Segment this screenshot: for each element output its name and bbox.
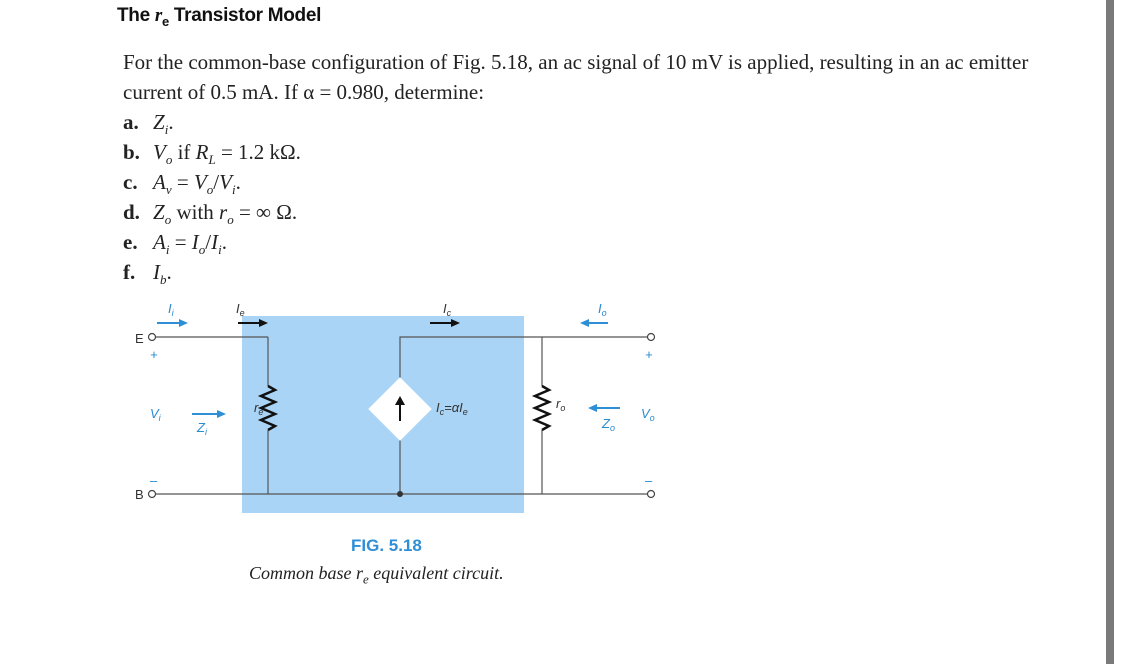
part-text: Zi.	[153, 110, 174, 138]
figure-caption: Common base re equivalent circuit.	[249, 563, 504, 587]
terminal-out-bottom	[646, 489, 656, 499]
part-letter: d.	[123, 200, 140, 224]
label-ro: ro	[556, 396, 565, 413]
part-letter: c.	[123, 170, 138, 194]
label-plus-in: +	[150, 347, 158, 362]
label-io: Io	[598, 301, 607, 318]
question-part: a. Zi.	[123, 107, 301, 137]
label-re: re	[254, 400, 263, 417]
arrow-io-head	[580, 319, 589, 327]
label-source: Ic=αIe	[436, 400, 468, 417]
label-b: B	[135, 487, 144, 502]
source-arrow-head	[395, 396, 405, 405]
part-letter: a.	[123, 110, 139, 134]
part-text: Vo if RL = 1.2 kΩ.	[153, 140, 301, 168]
label-zo: Zo	[601, 416, 615, 433]
terminal-e	[147, 332, 157, 342]
arrow-ic-head	[451, 319, 460, 327]
label-vi: Vi	[150, 406, 162, 423]
arrow-ie-head	[259, 319, 268, 327]
part-text: Ai = Io/Ii.	[153, 230, 228, 258]
resistor-re	[257, 384, 279, 432]
scrollbar[interactable]	[1106, 0, 1114, 664]
part-text: Ib.	[153, 260, 172, 288]
wire-source-top	[399, 336, 543, 386]
question-part: f. Ib.	[123, 257, 301, 287]
arrow-zi-head	[217, 410, 226, 418]
question-part: e. Ai = Io/Ii.	[123, 227, 301, 257]
question-parts: a.Zi.b.Vo if RL = 1.2 kΩ.c.Av = Vo/Vi.d.…	[123, 107, 301, 287]
label-ie: Ie	[236, 301, 245, 318]
label-ic: Ic	[443, 301, 452, 318]
problem-statement: For the common-base configuration of Fig…	[123, 50, 1029, 104]
label-ii: Ii	[168, 301, 175, 318]
label-plus-out: +	[645, 347, 653, 362]
terminal-b	[147, 489, 157, 499]
arrow-zo-head	[588, 404, 597, 412]
question-part: c. Av = Vo/Vi.	[123, 167, 301, 197]
label-zi: Zi	[196, 420, 208, 437]
question-part: d. Zo with ro = ∞ Ω.	[123, 197, 301, 227]
label-e: E	[135, 331, 144, 346]
part-letter: f.	[123, 260, 136, 284]
resistor-ro	[531, 384, 553, 432]
figure-title: FIG. 5.18	[351, 536, 422, 555]
label-minus-in: –	[149, 473, 158, 488]
terminal-out-top	[646, 332, 656, 342]
section-heading: The re Transistor Model	[117, 5, 322, 29]
arrow-ii-head	[179, 319, 188, 327]
part-letter: b.	[123, 140, 140, 164]
part-text: Av = Vo/Vi.	[153, 170, 241, 198]
junction-node	[397, 491, 403, 497]
label-minus-out: –	[644, 473, 653, 488]
question-part: b. Vo if RL = 1.2 kΩ.	[123, 137, 301, 167]
label-vo: Vo	[641, 406, 655, 423]
part-letter: e.	[123, 230, 138, 254]
part-text: Zo with ro = ∞ Ω.	[153, 200, 298, 228]
